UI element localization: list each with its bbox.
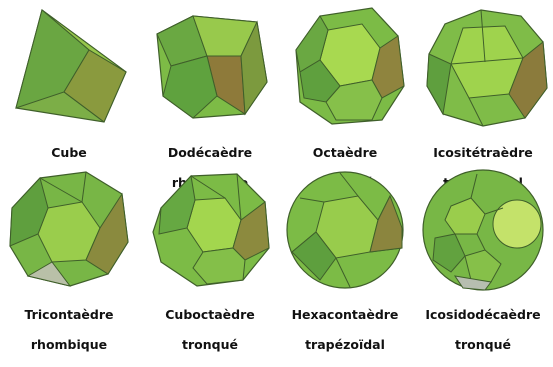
truncated-octahedron-image	[280, 2, 410, 130]
caption-line2: rhombique	[0, 337, 138, 352]
caption-line1: Icositétraèdre	[414, 145, 552, 160]
caption-line2: trapézoïdal	[276, 337, 414, 352]
polyhedra-grid: Cube Dodécaèdre rhombique Octaèdre	[0, 0, 553, 326]
caption-line1: Cube	[0, 145, 138, 160]
truncated-cuboctahedron-caption: Cuboctaèdre tronqué	[141, 292, 279, 367]
truncated-cuboctahedron-cell: Cuboctaèdre tronqué	[141, 168, 279, 367]
cube-cell: Cube	[0, 2, 138, 190]
truncated-icosidodecahedron-image	[415, 168, 551, 292]
caption-line1: Cuboctaèdre	[141, 307, 279, 322]
caption-line1: Dodécaèdre	[141, 145, 279, 160]
truncated-icosidodecahedron-cell: Icosidodécaèdre tronqué	[414, 168, 552, 367]
caption-line2: tronqué	[141, 337, 279, 352]
rhombic-dodecahedron-image	[145, 2, 275, 130]
caption-line1: Tricontaèdre	[0, 307, 138, 322]
caption-line1: Hexacontaèdre	[276, 307, 414, 322]
deltoidal-hexecontahedron-caption: Hexacontaèdre trapézoïdal	[276, 292, 414, 367]
caption-line1: Octaèdre	[276, 145, 414, 160]
deltoidal-hexecontahedron-image	[280, 168, 410, 292]
caption-line1: Icosidodécaèdre	[414, 307, 552, 322]
cube-image	[4, 2, 134, 130]
truncated-icosidodecahedron-caption: Icosidodécaèdre tronqué	[414, 292, 552, 367]
deltoidal-hexecontahedron-cell: Hexacontaèdre trapézoïdal	[276, 168, 414, 367]
rhombic-triacontahedron-caption: Tricontaèdre rhombique	[0, 292, 138, 367]
caption-line2: tronqué	[414, 337, 552, 352]
rhombic-triacontahedron-image	[4, 168, 134, 292]
rhombic-triacontahedron-cell: Tricontaèdre rhombique	[0, 168, 138, 367]
deltoidal-icositetrahedron-image	[415, 2, 551, 130]
truncated-cuboctahedron-image	[145, 168, 275, 292]
